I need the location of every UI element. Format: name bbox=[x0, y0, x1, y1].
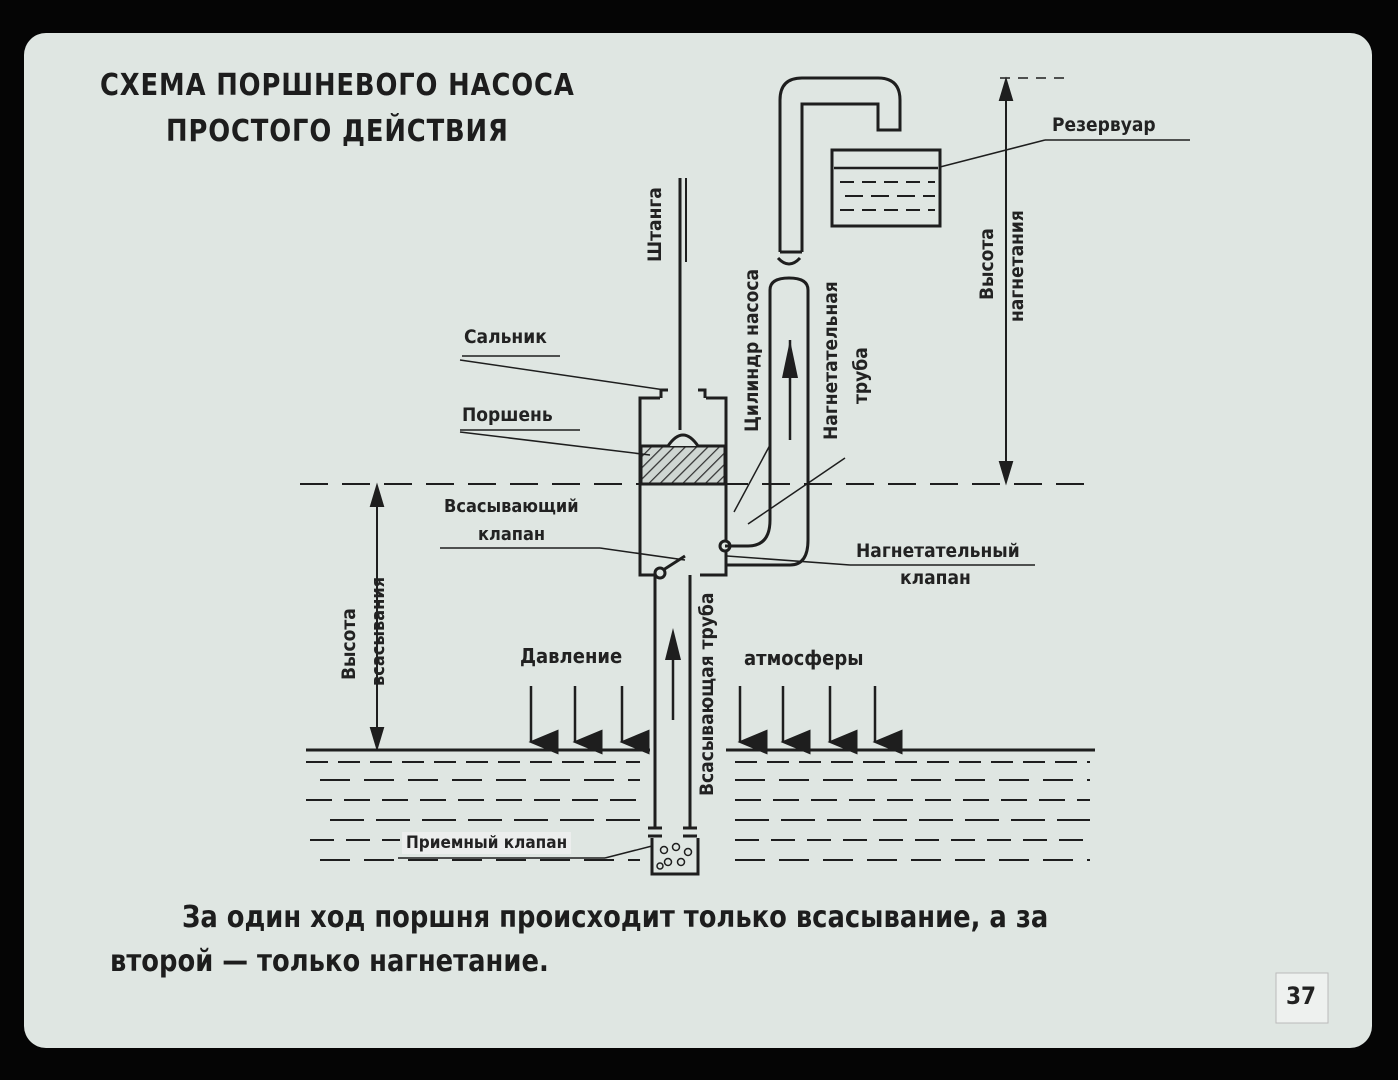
reservoir-shape bbox=[830, 148, 942, 228]
label-pressure: Давление bbox=[520, 644, 623, 668]
label-discharge-valve-1: Нагнетательный bbox=[856, 540, 1020, 562]
label-discharge-pipe-2: труба bbox=[850, 347, 872, 404]
caption-line-2: второй — только нагнетание. bbox=[110, 944, 549, 979]
label-pump-cylinder: Цилиндр насоса bbox=[741, 268, 763, 432]
piston-shape bbox=[639, 444, 727, 486]
label-discharge-height-2: нагнетания bbox=[1006, 210, 1028, 322]
label-suction-valve-1: Всасывающий bbox=[444, 496, 579, 517]
title-line-1: СХЕМА ПОРШНЕВОГО НАСОСА bbox=[100, 68, 575, 103]
page-number-box bbox=[1275, 972, 1329, 1024]
title-line-2: ПРОСТОГО ДЕЙСТВИЯ bbox=[166, 114, 509, 149]
label-discharge-valve-2: клапан bbox=[900, 567, 971, 589]
water-dashes bbox=[306, 761, 1090, 861]
caption-line-1: За один ход поршня происходит только вса… bbox=[182, 900, 1049, 935]
label-discharge-pipe-1: Нагнетательная bbox=[820, 281, 842, 440]
label-atmosphere: атмосферы bbox=[744, 646, 864, 670]
intake-valve-shape bbox=[648, 826, 700, 876]
page-number: 37 bbox=[1286, 982, 1317, 1010]
label-reservoir: Резервуар bbox=[1052, 114, 1156, 136]
label-intake-valve: Приемный клапан bbox=[402, 832, 572, 854]
label-suction-height-1: Высота bbox=[338, 608, 360, 680]
label-suction-height-2: всасывания bbox=[368, 576, 389, 686]
label-rod: Штанга bbox=[644, 187, 666, 262]
label-discharge-height-1: Высота bbox=[976, 228, 998, 300]
label-gland: Сальник bbox=[464, 326, 547, 348]
label-suction-valve-2: клапан bbox=[478, 524, 546, 545]
pump-cylinder-shape bbox=[638, 396, 728, 577]
label-suction-pipe: Всасывающая труба bbox=[696, 592, 718, 796]
label-piston: Поршень bbox=[462, 404, 553, 426]
